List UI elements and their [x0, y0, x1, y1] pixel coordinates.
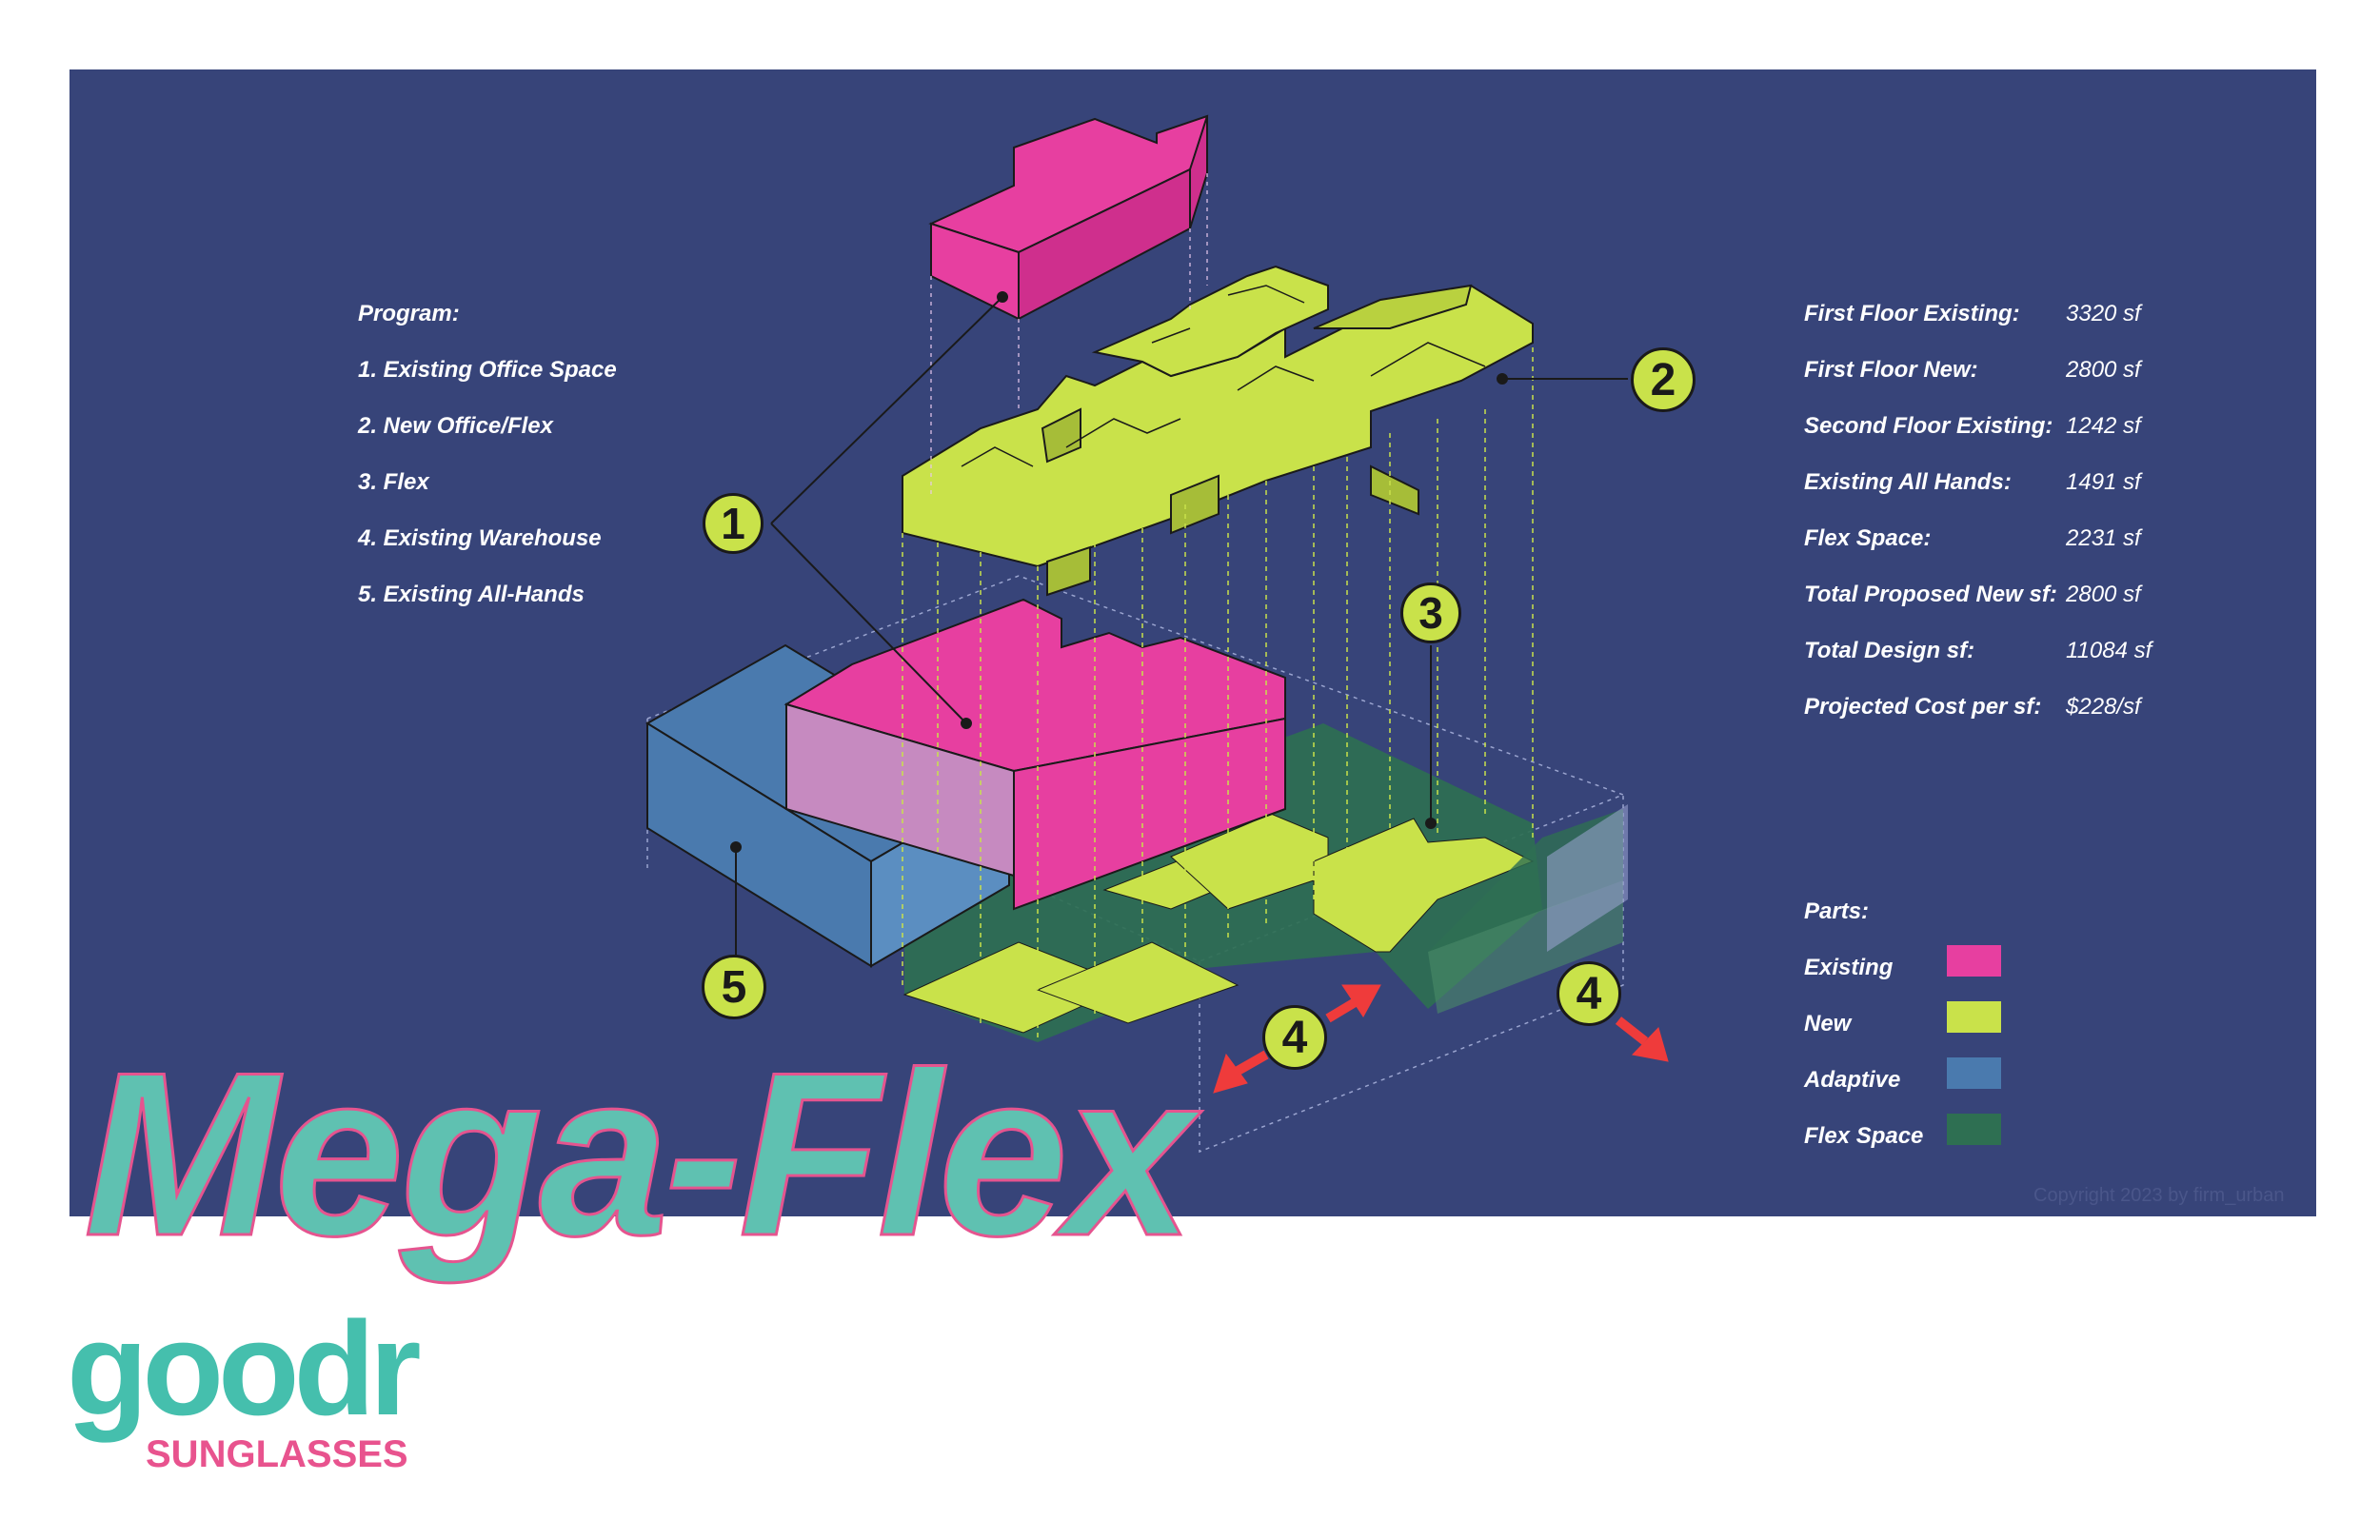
projection-lines-upper	[930, 173, 1208, 495]
stat-value: 2800 sf	[2066, 357, 2141, 383]
marker-3-label: 3	[1418, 588, 1443, 638]
marker-4a: 4	[1262, 1005, 1327, 1070]
legend-label-existing: Existing	[1804, 955, 1894, 980]
existing-upper-block	[928, 114, 1209, 321]
marker-4a-label: 4	[1281, 1012, 1308, 1063]
stat-label: Projected Cost per sf:	[1804, 694, 2042, 720]
stat-value: 3320 sf	[2066, 301, 2141, 326]
marker-2-label: 2	[1650, 354, 1676, 405]
leader-lines	[730, 291, 1628, 957]
stat-label: First Floor Existing:	[1804, 301, 2020, 326]
stat-label: First Floor New:	[1804, 357, 1978, 383]
program-item: 3. Flex	[358, 469, 429, 495]
marker-3: 3	[1400, 582, 1461, 643]
arrow-down-right-icon	[1615, 1017, 1669, 1062]
legend-swatch-adaptive	[1947, 1057, 2001, 1089]
marker-2: 2	[1631, 347, 1696, 412]
stat-label: Total Proposed New sf:	[1804, 582, 2057, 607]
logo-subtitle: SUNGLASSES	[146, 1433, 408, 1475]
arrow-left-icon	[1213, 1050, 1269, 1094]
stat-label: Second Floor Existing:	[1804, 413, 2053, 439]
stat-label: Flex Space:	[1804, 525, 1932, 551]
parts-heading: Parts:	[1804, 898, 1870, 924]
marker-1-label: 1	[721, 499, 745, 548]
program-item: 5. Existing All-Hands	[358, 582, 585, 607]
legend-swatch-new	[1947, 1001, 2001, 1033]
legend-label-flex-space: Flex Space	[1804, 1123, 1924, 1149]
marker-4b: 4	[1557, 961, 1621, 1026]
program-item: 1. Existing Office Space	[358, 357, 617, 383]
legend-label-new: New	[1804, 1011, 1852, 1037]
arrow-right-icon	[1325, 984, 1381, 1023]
program-item: 2. New Office/Flex	[358, 413, 553, 439]
marker-5: 5	[702, 955, 766, 1019]
stat-value: 2800 sf	[2066, 582, 2141, 607]
warehouse-arrows	[1213, 984, 1669, 1094]
existing-ground-block	[783, 598, 1286, 911]
flex-space-volume	[1428, 804, 1628, 1014]
new-upper-blocks	[902, 265, 1534, 597]
page-title: Mega-Flex	[82, 1023, 1195, 1284]
program-heading: Program:	[358, 301, 460, 326]
new-roof-lines	[961, 285, 1486, 467]
copyright-text: Copyright 2023 by firm_urban	[2033, 1185, 2285, 1206]
legend-label-adaptive: Adaptive	[1804, 1067, 1901, 1093]
stat-value: 11084 sf	[2066, 638, 2152, 663]
legend-swatch-flex-space	[1947, 1114, 2001, 1145]
marker-4b-label: 4	[1576, 968, 1602, 1019]
marker-1: 1	[703, 493, 764, 554]
stat-label: Total Design sf:	[1804, 638, 1975, 663]
logo-wordmark: goodr	[67, 1293, 422, 1443]
stat-label: Existing All Hands:	[1804, 469, 2012, 495]
stat-value: $228/sf	[2066, 694, 2141, 720]
stat-value: 1491 sf	[2066, 469, 2141, 495]
stat-value: 1242 sf	[2066, 413, 2141, 439]
marker-5-label: 5	[721, 961, 747, 1013]
stat-value: 2231 sf	[2066, 525, 2141, 551]
legend-swatch-existing	[1947, 945, 2001, 977]
program-item: 4. Existing Warehouse	[358, 525, 602, 551]
